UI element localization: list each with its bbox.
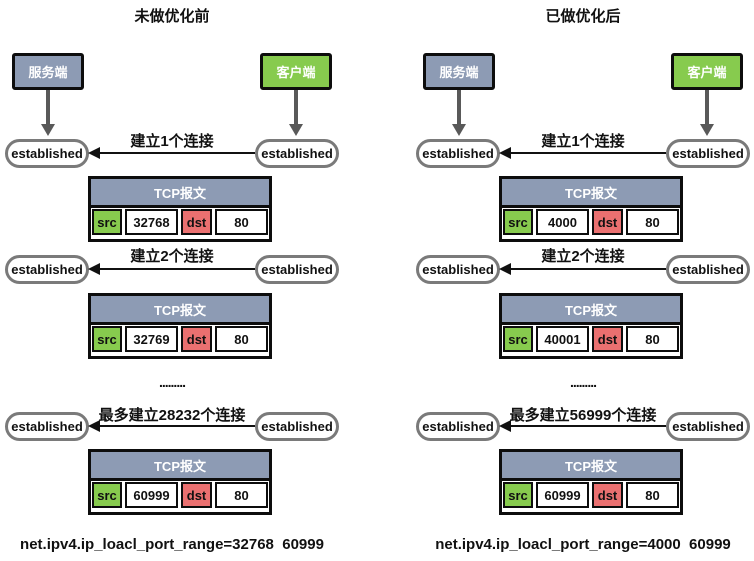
src-key-cell: src: [503, 326, 533, 352]
dst-port-cell: 80: [626, 326, 679, 352]
established-badge: established: [416, 255, 500, 284]
connection-label: 最多建立56999个连接: [509, 407, 657, 424]
connection-label: 最多建立28232个连接: [98, 407, 246, 424]
panel-title: 未做优化前: [134, 8, 210, 25]
left-arrowhead-icon: [88, 420, 100, 432]
established-badge: established: [5, 255, 89, 284]
left-arrow-icon: [509, 425, 666, 427]
tcp-packet-header: TCP报文: [502, 296, 680, 325]
established-badge: established: [255, 255, 339, 284]
left-arrowhead-icon: [499, 147, 511, 159]
tcp-packet-fields: src 60999 dst 80: [91, 481, 269, 509]
established-badge: established: [666, 139, 750, 168]
tcp-packet-header: TCP报文: [91, 296, 269, 325]
client-down-arrow-icon: [705, 90, 709, 125]
tcp-packet: TCP报文 src 4000 dst 80: [499, 176, 683, 242]
established-badge: established: [666, 412, 750, 441]
established-badge: established: [5, 139, 89, 168]
src-port-cell: 60999: [125, 482, 178, 508]
sysctl-text: net.ipv4.ip_loacl_port_range=32768 60999: [20, 536, 324, 553]
tcp-packet-fields: src 32769 dst 80: [91, 325, 269, 353]
tcp-packet: TCP报文 src 32769 dst 80: [88, 293, 272, 359]
tcp-packet: TCP报文 src 60999 dst 80: [88, 449, 272, 515]
left-arrowhead-icon: [88, 147, 100, 159]
left-arrowhead-icon: [499, 420, 511, 432]
client-down-arrow-icon: [294, 90, 298, 125]
tcp-packet-header: TCP报文: [502, 452, 680, 481]
established-badge: established: [416, 139, 500, 168]
server-down-arrow-icon: [457, 90, 461, 125]
src-port-cell: 60999: [536, 482, 589, 508]
src-key-cell: src: [503, 482, 533, 508]
left-arrow-icon: [98, 152, 255, 154]
src-key-cell: src: [92, 209, 122, 235]
tcp-packet: TCP报文 src 60999 dst 80: [499, 449, 683, 515]
established-badge: established: [666, 255, 750, 284]
connection-label: 建立2个连接: [541, 248, 625, 265]
dst-key-cell: dst: [181, 209, 212, 235]
established-badge: established: [416, 412, 500, 441]
client-node: 客户端: [260, 53, 332, 90]
established-badge: established: [255, 139, 339, 168]
server-down-arrow-icon: [46, 90, 50, 125]
dst-port-cell: 80: [215, 209, 268, 235]
panel-before-optimization: 未做优化前 服务端 客户端 建立1个连接 established establi…: [0, 0, 344, 561]
left-arrowhead-icon: [499, 263, 511, 275]
left-arrow-icon: [509, 268, 666, 270]
src-key-cell: src: [92, 326, 122, 352]
left-arrow-icon: [98, 425, 255, 427]
tcp-packet-header: TCP报文: [502, 179, 680, 208]
sysctl-text: net.ipv4.ip_loacl_port_range=4000 60999: [435, 536, 731, 553]
dst-key-cell: dst: [592, 209, 623, 235]
tcp-packet-header: TCP报文: [91, 452, 269, 481]
left-arrowhead-icon: [88, 263, 100, 275]
server-down-arrowhead-icon: [41, 124, 55, 136]
left-arrow-icon: [509, 152, 666, 154]
src-key-cell: src: [92, 482, 122, 508]
tcp-packet-fields: src 32768 dst 80: [91, 208, 269, 236]
established-badge: established: [5, 412, 89, 441]
client-down-arrowhead-icon: [700, 124, 714, 136]
tcp-packet-fields: src 40001 dst 80: [502, 325, 680, 353]
dst-port-cell: 80: [626, 209, 679, 235]
server-down-arrowhead-icon: [452, 124, 466, 136]
connection-label: 建立2个连接: [130, 248, 214, 265]
dst-key-cell: dst: [592, 326, 623, 352]
panel-after-optimization: 已做优化后 服务端 客户端 建立1个连接 established establi…: [411, 0, 754, 561]
dst-port-cell: 80: [215, 326, 268, 352]
dst-port-cell: 80: [626, 482, 679, 508]
src-port-cell: 4000: [536, 209, 589, 235]
left-arrow-icon: [98, 268, 255, 270]
src-port-cell: 32768: [125, 209, 178, 235]
server-node: 服务端: [423, 53, 495, 90]
src-port-cell: 32769: [125, 326, 178, 352]
panel-title: 已做优化后: [545, 8, 621, 25]
dst-key-cell: dst: [181, 482, 212, 508]
ellipsis-dots: .........: [569, 374, 597, 390]
dst-port-cell: 80: [215, 482, 268, 508]
dst-key-cell: dst: [592, 482, 623, 508]
established-badge: established: [255, 412, 339, 441]
src-port-cell: 40001: [536, 326, 589, 352]
src-key-cell: src: [503, 209, 533, 235]
server-node: 服务端: [12, 53, 84, 90]
client-node: 客户端: [671, 53, 743, 90]
tcp-packet-header: TCP报文: [91, 179, 269, 208]
tcp-packet: TCP报文 src 40001 dst 80: [499, 293, 683, 359]
dst-key-cell: dst: [181, 326, 212, 352]
ellipsis-dots: .........: [158, 374, 186, 390]
tcp-packet-fields: src 4000 dst 80: [502, 208, 680, 236]
connection-label: 建立1个连接: [541, 133, 625, 150]
tcp-packet-fields: src 60999 dst 80: [502, 481, 680, 509]
client-down-arrowhead-icon: [289, 124, 303, 136]
tcp-packet: TCP报文 src 32768 dst 80: [88, 176, 272, 242]
connection-label: 建立1个连接: [130, 133, 214, 150]
